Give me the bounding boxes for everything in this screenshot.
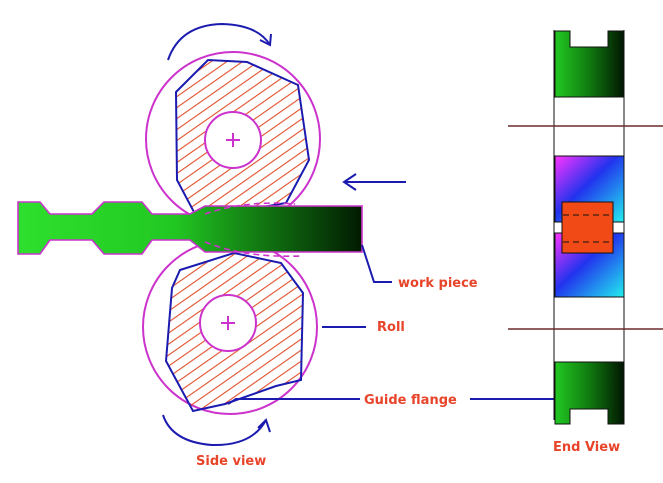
- work-piece-section: [561, 201, 614, 254]
- roll-label: Roll: [377, 320, 405, 335]
- work-piece-leader-line: [361, 244, 392, 283]
- bottom-guide-flange: [554, 361, 625, 425]
- roll-dashed-arc-bottom: [204, 241, 301, 258]
- top-guide-flange: [554, 30, 625, 98]
- plus-icon: [226, 133, 240, 147]
- arrow-left-icon: [342, 173, 406, 191]
- end-view-label: End View: [553, 440, 620, 455]
- end-view: [508, 30, 663, 425]
- work-piece-body: [17, 201, 363, 255]
- bottom-roll: [142, 239, 318, 415]
- guide-flange-leader-line-left: [227, 398, 360, 405]
- curved-arrow-icon: [162, 414, 271, 447]
- plus-icon: [221, 316, 235, 330]
- work-piece-label: work piece: [398, 276, 478, 291]
- side-view-label: Side view: [196, 454, 266, 469]
- roll-dashed-arc-top: [204, 202, 296, 215]
- work-piece: [17, 201, 363, 258]
- top-roll: [145, 51, 321, 227]
- curved-arrow-clockwise-icon: [167, 22, 272, 61]
- guide-flange-label: Guide flange: [364, 393, 457, 408]
